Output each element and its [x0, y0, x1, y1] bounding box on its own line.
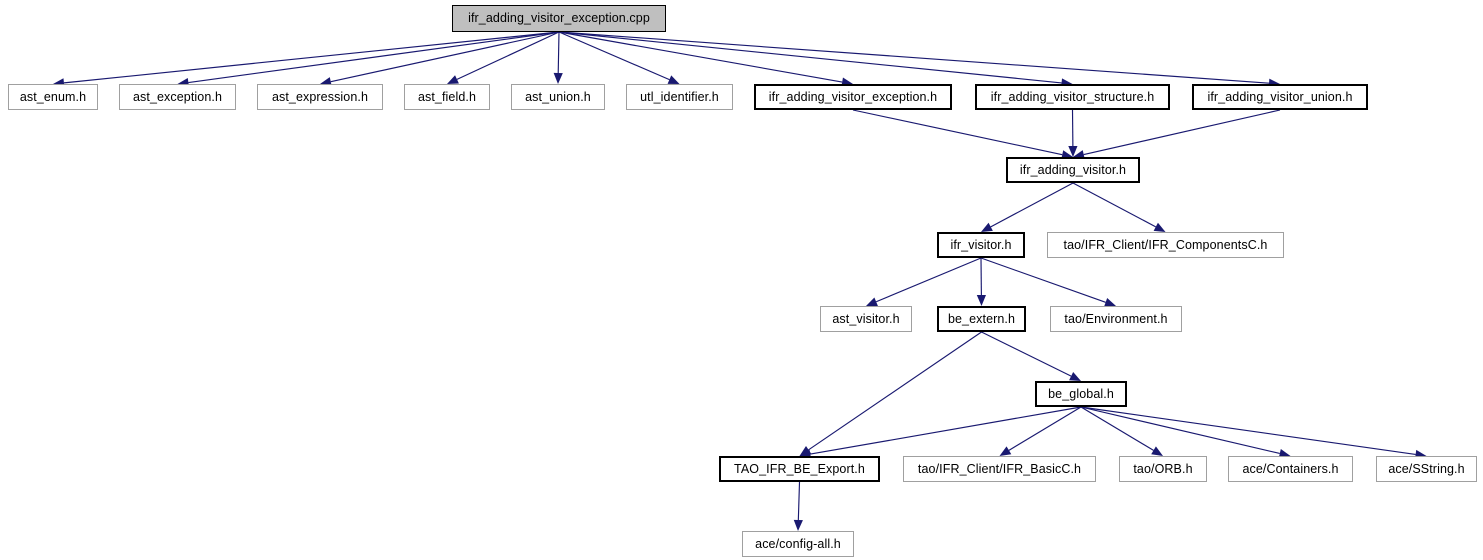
- graph-node-label: ace/SString.h: [1388, 461, 1465, 476]
- edge-line: [797, 481, 801, 521]
- edge-arrowhead: [981, 222, 993, 232]
- graph-node-be-global-h[interactable]: be_global.h: [1035, 381, 1127, 407]
- edge-line: [990, 182, 1074, 228]
- graph-node-label: ifr_adding_visitor.h: [1019, 162, 1127, 177]
- edge-line: [808, 331, 982, 451]
- graph-node-be-extern-h[interactable]: be_extern.h: [937, 306, 1026, 332]
- edge-arrowhead: [1153, 222, 1166, 232]
- edge-line: [981, 331, 1072, 377]
- graph-node-ifr-adding-visitor-h[interactable]: ifr_adding_visitor.h: [1006, 157, 1140, 183]
- edge-line: [1008, 406, 1082, 451]
- edge-line: [1080, 406, 1416, 456]
- graph-node-label: ast_union.h: [525, 89, 591, 104]
- graph-node-ifr-adding-visitor-union-h[interactable]: ifr_adding_visitor_union.h: [1192, 84, 1368, 110]
- edge-line: [330, 31, 560, 83]
- graph-node-label: ast_visitor.h: [832, 311, 900, 326]
- graph-node-label: be_extern.h: [947, 311, 1016, 326]
- graph-node-ast-enum-h[interactable]: ast_enum.h: [8, 84, 98, 110]
- edge-line: [558, 31, 670, 81]
- graph-node-ace-config-all-h[interactable]: ace/config-all.h: [742, 531, 854, 557]
- edge-line: [1080, 406, 1154, 451]
- edge-arrowhead: [999, 446, 1012, 456]
- graph-node-label: ifr_adding_visitor_exception.h: [768, 89, 938, 104]
- graph-node-ast-expression-h[interactable]: ast_expression.h: [257, 84, 383, 110]
- edge-arrowhead: [866, 297, 878, 307]
- graph-node-label: ast_enum.h: [19, 89, 87, 104]
- graph-node-label: ast_exception.h: [132, 89, 223, 104]
- edge-line: [558, 31, 1062, 84]
- graph-node-label: tao/IFR_Client/IFR_BasicC.h: [917, 461, 1082, 476]
- graph-node-ifr-adding-visitor-exception-cpp[interactable]: ifr_adding_visitor_exception.cpp: [452, 5, 666, 32]
- graph-node-label: ifr_adding_visitor_union.h: [1207, 89, 1353, 104]
- edge-arrowhead: [799, 446, 812, 456]
- graph-node-label: tao/ORB.h: [1133, 461, 1193, 476]
- edge-arrowhead: [1151, 446, 1163, 456]
- graph-node-ifr-adding-visitor-exception-h[interactable]: ifr_adding_visitor_exception.h: [754, 84, 952, 110]
- edge-line: [558, 31, 1270, 84]
- graph-node-label: ast_field.h: [417, 89, 477, 104]
- graph-node-label: utl_identifier.h: [640, 89, 719, 104]
- edge-line: [456, 31, 560, 80]
- graph-node-utl-identifier-h[interactable]: utl_identifier.h: [626, 84, 733, 110]
- edge-line: [852, 109, 1063, 156]
- edge-arrowhead: [667, 75, 680, 84]
- graph-node-ace-sstring-h[interactable]: ace/SString.h: [1376, 456, 1477, 482]
- graph-node-tao-environment-h[interactable]: tao/Environment.h: [1050, 306, 1182, 332]
- edge-line: [1072, 182, 1157, 228]
- edge-line: [1080, 406, 1280, 455]
- edge-line: [1083, 109, 1281, 156]
- graph-node-ast-exception-h[interactable]: ast_exception.h: [119, 84, 236, 110]
- edge-arrowhead: [553, 72, 563, 84]
- graph-node-ast-field-h[interactable]: ast_field.h: [404, 84, 490, 110]
- edge-line: [557, 31, 560, 74]
- graph-node-label: ace/config-all.h: [755, 536, 841, 551]
- edge-line: [63, 31, 560, 84]
- graph-node-tao-ifr-client-ifr-basicc-h[interactable]: tao/IFR_Client/IFR_BasicC.h: [903, 456, 1096, 482]
- edge-line: [980, 257, 1106, 303]
- graph-node-ast-union-h[interactable]: ast_union.h: [511, 84, 605, 110]
- edge-arrowhead: [447, 75, 459, 84]
- graph-node-label: tao/Environment.h: [1064, 311, 1168, 326]
- graph-node-ifr-visitor-h[interactable]: ifr_visitor.h: [937, 232, 1025, 258]
- graph-node-label: ifr_visitor.h: [950, 237, 1012, 252]
- graph-node-label: ifr_adding_visitor_structure.h: [990, 89, 1155, 104]
- graph-node-tao-ifr-be-export-h[interactable]: TAO_IFR_BE_Export.h: [719, 456, 880, 482]
- edge-arrowhead: [1069, 372, 1081, 381]
- graph-node-ast-visitor-h[interactable]: ast_visitor.h: [820, 306, 912, 332]
- graph-node-ifr-adding-visitor-structure-h[interactable]: ifr_adding_visitor_structure.h: [975, 84, 1170, 110]
- edge-line: [558, 31, 843, 83]
- graph-node-label: ace/Containers.h: [1242, 461, 1339, 476]
- edge-arrowhead: [976, 294, 986, 306]
- graph-node-label: be_global.h: [1048, 386, 1114, 401]
- graph-node-label: ifr_adding_visitor_exception.cpp: [468, 11, 650, 26]
- graph-node-tao-ifr-client-ifr-componentsc-h[interactable]: tao/IFR_Client/IFR_ComponentsC.h: [1047, 232, 1284, 258]
- edge-line: [810, 406, 1082, 455]
- edge-line: [875, 257, 982, 303]
- graph-node-label: ast_expression.h: [271, 89, 369, 104]
- edge-arrowhead: [793, 519, 803, 531]
- graph-node-label: TAO_IFR_BE_Export.h: [734, 461, 865, 476]
- edge-arrowhead: [1068, 145, 1078, 157]
- graph-node-label: tao/IFR_Client/IFR_ComponentsC.h: [1063, 237, 1268, 252]
- graph-node-tao-orb-h[interactable]: tao/ORB.h: [1119, 456, 1207, 482]
- graph-node-ace-containers-h[interactable]: ace/Containers.h: [1228, 456, 1353, 482]
- edge-line: [188, 31, 560, 84]
